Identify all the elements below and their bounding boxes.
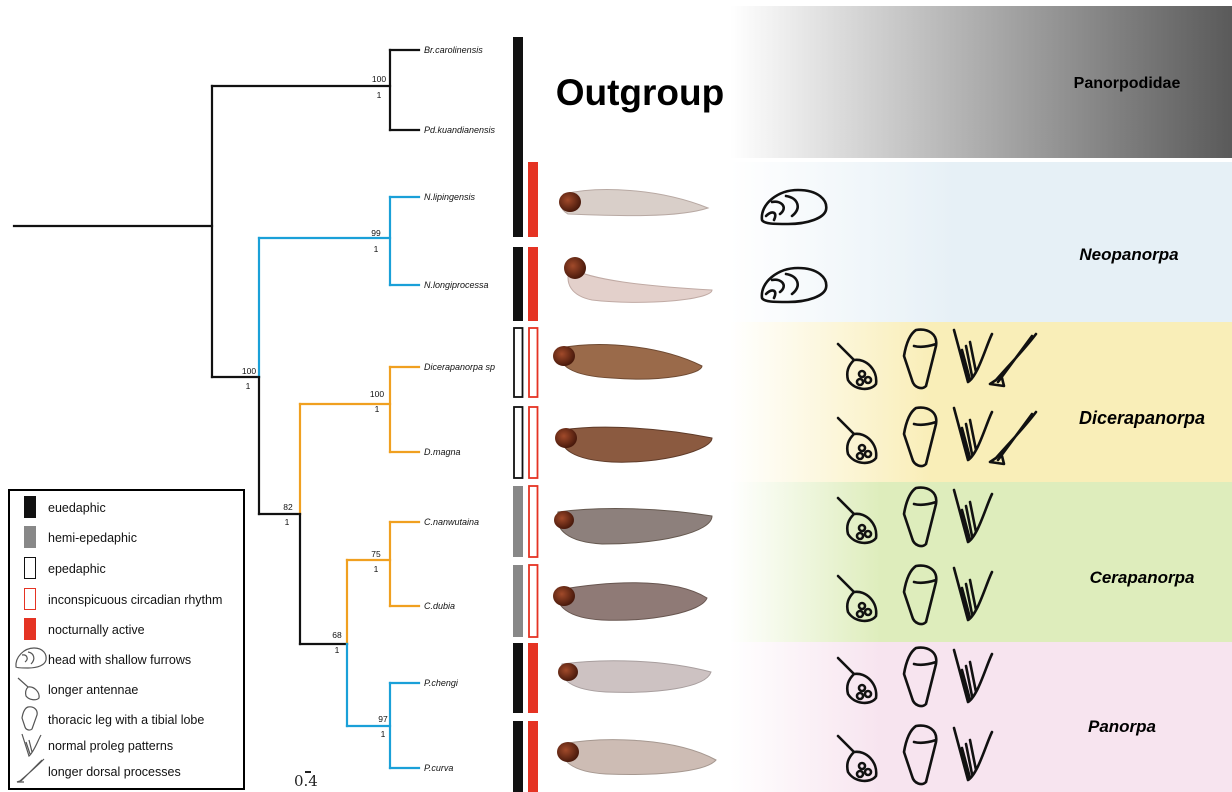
legend-swatch-hemi-epedaphic: [24, 526, 36, 548]
support-top: 100: [370, 389, 384, 399]
activity-bar-inconspicuous: [529, 328, 538, 397]
scale-bar-label: 0.4: [294, 772, 318, 790]
legend-label: epedaphic: [48, 562, 106, 576]
support-bottom: 1: [377, 90, 382, 100]
habitat-bar-euedaphic: [513, 643, 523, 713]
group-label-cerapanorpa: Cerapanorpa: [1090, 568, 1195, 587]
taxon-label: Br.carolinensis: [424, 45, 483, 55]
activity-bar-inconspicuous: [529, 565, 538, 637]
support-top: 82: [283, 502, 293, 512]
taxon-label: C.nanwutaina: [424, 517, 479, 527]
taxon-label: N.longiprocessa: [424, 280, 489, 290]
activity-bar-nocturnal: [528, 721, 538, 792]
legend-label: longer dorsal processes: [48, 765, 181, 779]
legend-label: euedaphic: [48, 501, 106, 515]
thoracic-leg-icon: [14, 705, 48, 731]
legend-label: nocturnally active: [48, 623, 145, 637]
larva-n-lipingensis: [559, 190, 708, 216]
group-label-neopanorpa: Neopanorpa: [1079, 245, 1178, 264]
legend-swatch-inconspicuous: [24, 588, 36, 610]
panorpa-band: [730, 642, 1232, 792]
support-bottom: 1: [374, 564, 379, 574]
support-bottom: 1: [381, 729, 386, 739]
antenna-icon: [14, 675, 48, 701]
larva-dicerapanorpa-sp: [553, 345, 702, 379]
larva-p-curva: [557, 740, 716, 775]
larva-photos: [553, 190, 716, 775]
support-top: 75: [371, 549, 381, 559]
neopanorpa-band: [730, 162, 1232, 322]
taxon-label: C.dubia: [424, 601, 455, 611]
legend-label: thoracic leg with a tibial lobe: [48, 713, 204, 727]
trait-bars: [513, 37, 538, 792]
cerapanorpa-band: [730, 482, 1232, 642]
taxon-label: Dicerapanorpa sp: [424, 362, 495, 372]
support-bottom: 1: [285, 517, 290, 527]
legend: euedaphic hemi-epedaphic epedaphic incon…: [8, 489, 245, 790]
support-top: 100: [372, 74, 386, 84]
support-values: 100 1 99 1 100 1 100 1 82 1 68 1 75 1 97…: [242, 74, 388, 739]
legend-swatch-euedaphic: [24, 496, 36, 518]
larva-p-chengi: [558, 661, 711, 693]
dicerapanorpa-band: [730, 322, 1232, 482]
legend-swatch-epedaphic: [24, 557, 36, 579]
activity-bar-nocturnal: [528, 247, 538, 321]
group-label-dicerapanorpa: Dicerapanorpa: [1079, 408, 1205, 428]
larva-c-nanwutaina: [554, 509, 712, 544]
taxon-label: N.lipingensis: [424, 192, 476, 202]
legend-label: inconspicuous circadian rhythm: [48, 593, 222, 607]
support-bottom: 1: [335, 645, 340, 655]
head-icon: [14, 645, 48, 671]
taxon-label: Pd.kuandianensis: [424, 125, 496, 135]
activity-bar-inconspicuous: [529, 407, 538, 478]
taxon-label: P.curva: [424, 763, 453, 773]
activity-bar-inconspicuous: [529, 486, 538, 557]
legend-label: head with shallow furrows: [48, 653, 191, 667]
legend-label: normal proleg patterns: [48, 739, 173, 753]
taxon-label: P.chengi: [424, 678, 459, 688]
group-label-panorpodidae: Panorpodidae: [1074, 75, 1181, 92]
dorsal-process-icon: [14, 757, 48, 783]
support-bottom: 1: [375, 404, 380, 414]
habitat-bar-epedaphic: [514, 407, 523, 478]
proleg-icon: [14, 732, 48, 758]
activity-bar-nocturnal: [528, 162, 538, 237]
support-top: 97: [378, 714, 388, 724]
habitat-bar-euedaphic: [513, 247, 523, 321]
outgroup-label: Outgroup: [556, 72, 725, 113]
larva-c-dubia: [553, 583, 707, 621]
taxon-label: D.magna: [424, 447, 461, 457]
support-top: 100: [242, 366, 256, 376]
larva-n-longiprocessa: [564, 257, 712, 302]
legend-label: longer antennae: [48, 683, 138, 697]
support-top: 68: [332, 630, 342, 640]
scale-bar-line: [305, 771, 311, 773]
habitat-bar-euedaphic: [513, 162, 523, 237]
larva-d-magna: [555, 427, 712, 462]
taxon-labels: Br.carolinensis Pd.kuandianensis N.lipin…: [424, 45, 496, 773]
group-label-panorpa: Panorpa: [1088, 717, 1156, 736]
legend-label: hemi-epedaphic: [48, 531, 137, 545]
support-bottom: 1: [374, 244, 379, 254]
support-top: 99: [371, 228, 381, 238]
habitat-bar-hemi-epedaphic: [513, 486, 523, 557]
habitat-bar-euedaphic: [513, 37, 523, 170]
habitat-bar-euedaphic: [513, 721, 523, 792]
legend-swatch-nocturnal: [24, 618, 36, 640]
support-bottom: 1: [246, 381, 251, 391]
habitat-bar-hemi-epedaphic: [513, 565, 523, 637]
habitat-bar-epedaphic: [514, 328, 523, 397]
activity-bar-nocturnal: [528, 643, 538, 713]
